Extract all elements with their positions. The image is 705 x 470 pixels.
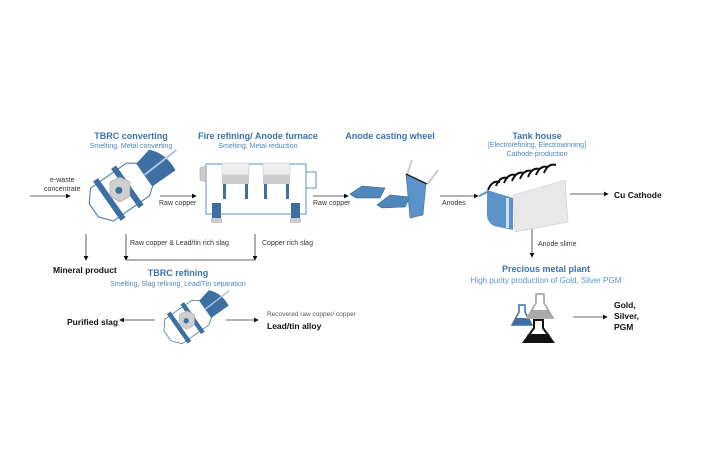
raw-copper-label-1: Raw copper bbox=[159, 200, 197, 207]
tank-house-icon bbox=[478, 163, 569, 233]
raw-copper-label-2: Raw copper bbox=[313, 200, 351, 207]
copper-rich-slag-label: Copper rich slag bbox=[262, 240, 313, 247]
recovered-label: Recovered raw copper/ copper bbox=[267, 311, 356, 318]
raw-copper-slag-label: Raw copper & Lead/tin rich slag bbox=[130, 240, 229, 247]
precious-products-label: Gold, Silver, PGM bbox=[614, 300, 639, 333]
tbrc-converting-subtitle: Smelting, Metal converting bbox=[89, 143, 173, 150]
silver-label: Silver, bbox=[614, 311, 640, 321]
input-label-line-2: concentrate bbox=[44, 186, 81, 193]
pgm-label: PGM bbox=[614, 322, 634, 332]
anode-casting-title: Anode casting wheel bbox=[345, 131, 435, 141]
fire-refining-subtitle: Smelting, Metal reduction bbox=[218, 143, 298, 150]
tbrc-refining-icon bbox=[163, 290, 230, 345]
tank-house-subtitle-1: [Electrorefining, Electrowinning] bbox=[487, 142, 587, 149]
cu-cathode-label: Cu Cathode bbox=[614, 190, 662, 200]
flask-black-icon bbox=[522, 319, 555, 343]
tbrc-converting-title: TBRC converting bbox=[94, 131, 168, 141]
mineral-product-label: Mineral product bbox=[53, 265, 117, 275]
purified-slag-label: Purified slag bbox=[67, 317, 119, 327]
tank-house-subtitle-2: Cathode production bbox=[506, 151, 568, 158]
flask-blue-icon bbox=[510, 304, 534, 326]
gold-label: Gold, bbox=[614, 300, 636, 310]
input-label-line-1: e-waste bbox=[50, 177, 75, 184]
fire-refining-title: Fire refining/ Anode furnace bbox=[198, 131, 318, 141]
lead-tin-alloy-label: Lead/tin alloy bbox=[267, 321, 322, 331]
precious-metal-plant-subtitle: High purity production of Gold, Silver P… bbox=[470, 276, 622, 285]
precious-metal-plant-title: Precious metal plant bbox=[501, 264, 591, 274]
tbrc-refining-title: TBRC refining bbox=[147, 268, 209, 278]
input-label: e-waste concentrate bbox=[44, 176, 81, 194]
flask-grey-icon bbox=[525, 293, 555, 319]
anode-casting-icon bbox=[349, 159, 439, 219]
anodes-label: Anodes bbox=[442, 200, 466, 207]
anode-slime-label: Anode slime bbox=[538, 241, 577, 248]
tbrc-converter-icon bbox=[88, 149, 177, 222]
tank-house-title: Tank house bbox=[512, 131, 562, 141]
tbrc-refining-subtitle: Smelting, Slag refining, Lead/Tin separa… bbox=[110, 281, 246, 288]
anode-furnace-icon bbox=[199, 162, 317, 223]
